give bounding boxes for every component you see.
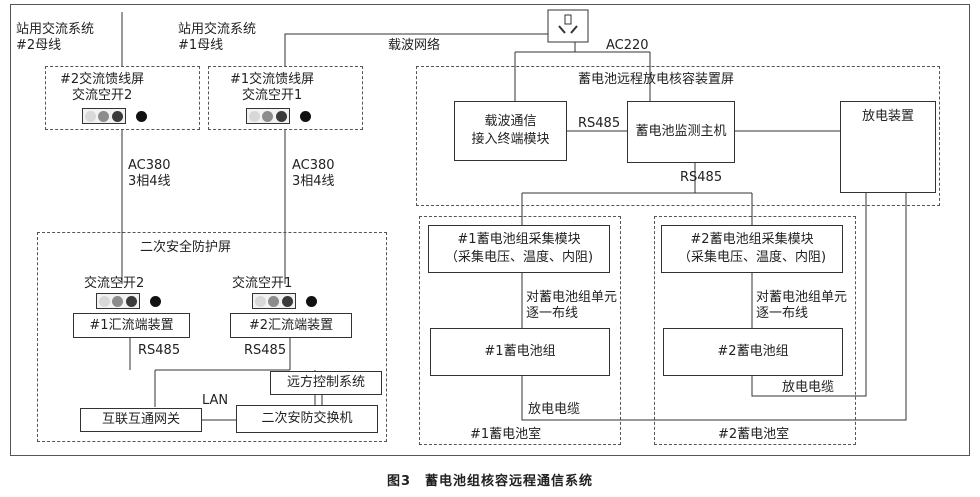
feeder2-title: #2交流馈线屏交流空开2 (60, 72, 145, 103)
security-switch: 二次安防交换机 (236, 405, 378, 433)
discharge-screen-title: 蓄电池远程放电核容装置屏 (578, 72, 735, 87)
carrier-module: 载波通信接入终端模块 (454, 101, 567, 161)
feeder2-screen (45, 66, 200, 130)
battery-room-1 (419, 216, 621, 445)
battery-room-1-label: #1蓄电池室 (470, 427, 542, 442)
outer-frame (10, 4, 970, 456)
feeder2-indicator (82, 108, 147, 124)
rs485-label-left: RS485 (138, 343, 181, 358)
bus1-system-label: 站用交流系统#1母线 (178, 22, 257, 53)
battery-room-2 (654, 216, 856, 445)
breaker2-label: 交流空开2 (84, 276, 145, 291)
interconnect-gateway: 互联互通网关 (80, 408, 202, 432)
carrier-network-label: 载波网络 (388, 38, 441, 53)
converter-1: #1汇流端装置 (73, 313, 190, 338)
wiring-label-2: 对蓄电池组单元逐一布线 (756, 290, 848, 321)
discharge-device: 放电装置 (840, 101, 936, 193)
security-screen-title: 二次安全防护屏 (140, 240, 232, 255)
converter-2: #2汇流端装置 (230, 313, 352, 338)
rs485-label-right: RS485 (244, 343, 287, 358)
breaker1-indicator (252, 293, 317, 309)
rs485-down-label: RS485 (680, 170, 723, 185)
ac220-label: AC220 (606, 38, 649, 53)
battery-monitor-host: 蓄电池监测主机 (627, 101, 735, 163)
breaker1-label: 交流空开1 (232, 276, 293, 291)
battery-room-2-label: #2蓄电池室 (718, 427, 790, 442)
collect-module-1: #1蓄电池组采集模块（采集电压、温度、内阻) (428, 225, 610, 273)
breaker2-indicator (96, 293, 161, 309)
collect-module-2: #2蓄电池组采集模块（采集电压、温度、内阻) (661, 225, 843, 273)
discharge-screen (416, 66, 940, 206)
bus2-system-label: 站用交流系统#2母线 (16, 22, 95, 53)
battery-group-2: #2蓄电池组 (663, 328, 843, 376)
feeder1-title: #1交流馈线屏交流空开1 (230, 72, 315, 103)
feeder1-indicator (246, 108, 311, 124)
rs485-link-label: RS485 (578, 116, 621, 131)
power-socket-icon (547, 9, 589, 43)
feeder1-screen (208, 66, 363, 130)
wiring-label-1: 对蓄电池组单元逐一布线 (526, 290, 618, 321)
lan-label: LAN (202, 393, 229, 408)
battery-group-1: #1蓄电池组 (430, 328, 610, 376)
discharge-cable-label-1: 放电电缆 (528, 402, 581, 417)
security-screen (37, 232, 387, 442)
discharge-cable-label-2: 放电电缆 (782, 380, 835, 395)
figure-caption: 图3 蓄电池组核容远程通信系统 (386, 474, 594, 489)
remote-control-system: 远方控制系统 (270, 371, 382, 395)
